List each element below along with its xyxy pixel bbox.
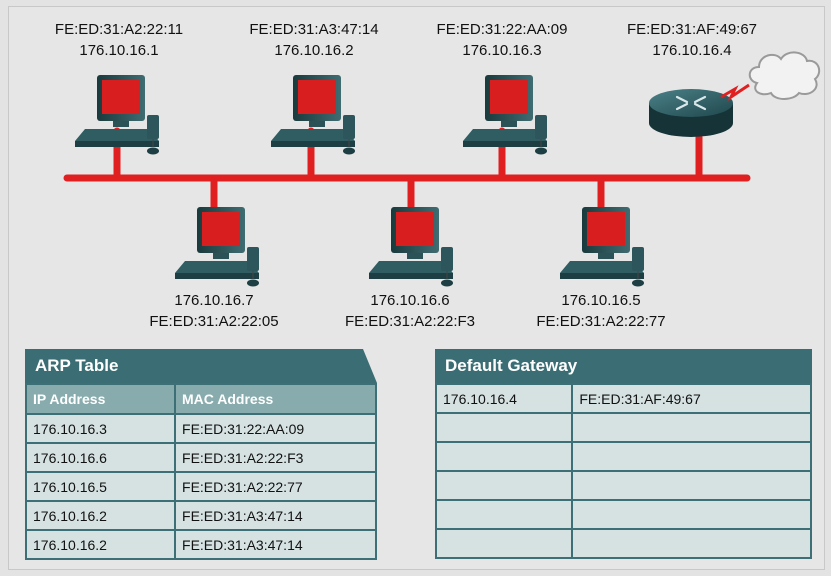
host-3-label: FE:ED:31:22:AA:09 176.10.16.3 bbox=[437, 19, 568, 61]
host-1-label: FE:ED:31:A2:22:11 176.10.16.1 bbox=[55, 19, 183, 61]
host-3-ip: 176.10.16.3 bbox=[462, 42, 542, 59]
gateway-mac-cell bbox=[571, 528, 812, 559]
gateway-ip-cell bbox=[434, 470, 574, 501]
arp-ip-cell: 176.10.16.2 bbox=[24, 500, 177, 531]
router-icon bbox=[649, 89, 733, 137]
table-row bbox=[434, 412, 812, 443]
gateway-ip-cell bbox=[434, 499, 574, 530]
table-row: 176.10.16.5 FE:ED:31:A2:22:77 bbox=[24, 471, 377, 502]
host-6-label: 176.10.16.6 FE:ED:31:A2:22:F3 bbox=[345, 290, 475, 332]
mac-address-header: MAC Address bbox=[174, 383, 377, 415]
gateway-mac-cell bbox=[571, 470, 812, 501]
default-gateway-panel: Default Gateway 176.10.16.4 FE:ED:31:AF:… bbox=[434, 349, 812, 563]
default-gateway-title: Default Gateway bbox=[435, 349, 812, 383]
table-row bbox=[434, 441, 812, 472]
table-row: 176.10.16.4 FE:ED:31:AF:49:67 bbox=[434, 383, 812, 414]
arp-mac-cell: FE:ED:31:A2:22:77 bbox=[174, 471, 377, 502]
arp-ip-cell: 176.10.16.5 bbox=[24, 471, 177, 502]
cloud-icon bbox=[748, 51, 821, 100]
table-row bbox=[434, 470, 812, 501]
table-row bbox=[434, 499, 812, 530]
wan-link bbox=[720, 83, 750, 102]
arp-mac-cell: FE:ED:31:22:AA:09 bbox=[174, 413, 377, 444]
gateway-mac-cell bbox=[571, 441, 812, 472]
host-5-mac: FE:ED:31:A2:22:77 bbox=[536, 313, 666, 330]
ip-address-header: IP Address bbox=[24, 383, 177, 415]
gateway-mac-cell bbox=[571, 499, 812, 530]
table-row: 176.10.16.2 FE:ED:31:A3:47:14 bbox=[24, 500, 377, 531]
host-176-10-16-2 bbox=[270, 75, 356, 155]
arp-mac-cell: FE:ED:31:A3:47:14 bbox=[174, 529, 377, 560]
host-2-ip: 176.10.16.2 bbox=[274, 42, 354, 59]
host-176-10-16-6 bbox=[368, 207, 454, 287]
host-5-ip: 176.10.16.5 bbox=[561, 292, 641, 309]
host-7-label: 176.10.16.7 FE:ED:31:A2:22:05 bbox=[149, 290, 278, 332]
router-ip: 176.10.16.4 bbox=[652, 42, 732, 59]
gateway-ip-cell bbox=[434, 528, 574, 559]
host-1-ip: 176.10.16.1 bbox=[79, 42, 159, 59]
table-row bbox=[434, 528, 812, 559]
router-mac: FE:ED:31:AF:49:67 bbox=[626, 21, 758, 38]
gateway-ip-cell: 176.10.16.4 bbox=[434, 383, 574, 414]
default-gateway-table: 176.10.16.4 FE:ED:31:AF:49:67 bbox=[434, 383, 812, 559]
host-176-10-16-1 bbox=[74, 75, 160, 155]
host-5-label: 176.10.16.5 FE:ED:31:A2:22:77 bbox=[536, 290, 665, 332]
gateway-mac-cell bbox=[571, 412, 812, 443]
network-diagram: FE:ED:31:A2:22:11 176.10.16.1 FE:ED:31:A… bbox=[8, 6, 825, 570]
host-176-10-16-5 bbox=[559, 207, 645, 287]
host-7-ip: 176.10.16.7 bbox=[174, 292, 254, 309]
arp-table-title: ARP Table bbox=[25, 349, 377, 383]
host-6-ip: 176.10.16.6 bbox=[370, 292, 450, 309]
router-label: FE:ED:31:AF:49:67 176.10.16.4 bbox=[627, 19, 757, 61]
network-links bbox=[63, 127, 751, 216]
arp-mac-cell: FE:ED:31:A3:47:14 bbox=[174, 500, 377, 531]
host-1-mac: FE:ED:31:A2:22:11 bbox=[54, 21, 184, 38]
host-176-10-16-7 bbox=[174, 207, 260, 287]
table-row: 176.10.16.2 FE:ED:31:A3:47:14 bbox=[24, 529, 377, 560]
host-6-mac: FE:ED:31:A2:22:F3 bbox=[344, 313, 476, 330]
gateway-mac-cell: FE:ED:31:AF:49:67 bbox=[571, 383, 812, 414]
arp-ip-cell: 176.10.16.3 bbox=[24, 413, 177, 444]
host-2-label: FE:ED:31:A3:47:14 176.10.16.2 bbox=[249, 19, 378, 61]
table-row: 176.10.16.3 FE:ED:31:22:AA:09 bbox=[24, 413, 377, 444]
arp-ip-cell: 176.10.16.6 bbox=[24, 442, 177, 473]
gateway-ip-cell bbox=[434, 441, 574, 472]
topology-graphic bbox=[63, 51, 821, 287]
arp-table: IP Address MAC Address 176.10.16.3 FE:ED… bbox=[24, 383, 377, 560]
arp-table-panel: ARP Table IP Address MAC Address 176.10.… bbox=[24, 349, 377, 560]
arp-mac-cell: FE:ED:31:A2:22:F3 bbox=[174, 442, 377, 473]
arp-table-header-row: IP Address MAC Address bbox=[24, 383, 377, 415]
gateway-ip-cell bbox=[434, 412, 574, 443]
arp-ip-cell: 176.10.16.2 bbox=[24, 529, 177, 560]
host-3-mac: FE:ED:31:22:AA:09 bbox=[436, 21, 568, 38]
host-176-10-16-3 bbox=[462, 75, 548, 155]
host-7-mac: FE:ED:31:A2:22:05 bbox=[149, 313, 279, 330]
host-2-mac: FE:ED:31:A3:47:14 bbox=[249, 21, 379, 38]
table-row: 176.10.16.6 FE:ED:31:A2:22:F3 bbox=[24, 442, 377, 473]
